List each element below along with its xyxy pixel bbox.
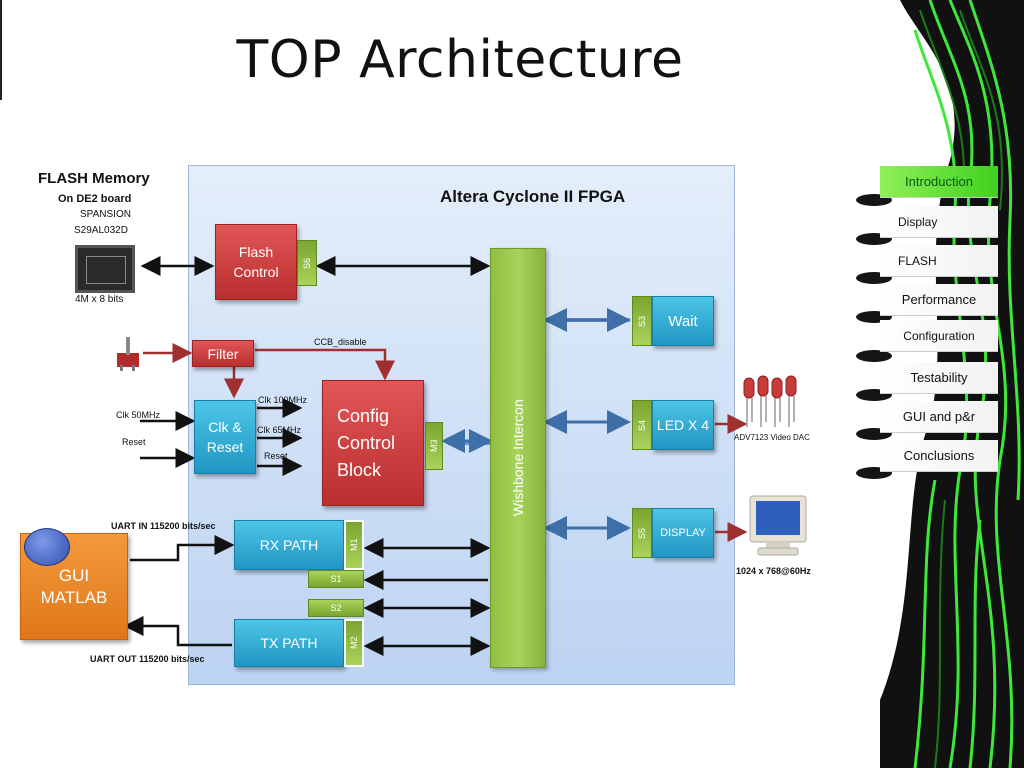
dac-label: ADV7123 Video DAC [734, 433, 810, 442]
nav-item-introduction[interactable]: Introduction [880, 166, 998, 198]
display-block: DISPLAY [652, 508, 714, 558]
flash-control-label: Flash Control [233, 244, 279, 280]
port-s4: S4 [632, 400, 652, 450]
flash-part: S29AL032D [74, 225, 128, 236]
config-control-label: Config Control Block [337, 405, 396, 480]
wait-block: Wait [652, 296, 714, 346]
port-s2: S2 [308, 599, 364, 617]
nav-item-display[interactable]: Display [880, 206, 998, 238]
reset-out-label: Reset [264, 451, 288, 461]
connection-arrows [123, 256, 748, 656]
nav-item-configuration[interactable]: Configuration [880, 320, 998, 352]
switch-icon [117, 337, 139, 371]
port-s5: S5 [632, 508, 652, 558]
flash-board-label: On DE2 board [58, 193, 132, 205]
clk100-label: Clk 100MHz [258, 395, 308, 405]
reset-in-label: Reset [122, 437, 146, 447]
gui-matlab-label: GUI MATLAB [40, 565, 108, 607]
flash-chip-icon [75, 245, 135, 293]
clk-reset-label: Clk & Reset [206, 419, 244, 455]
uart-in-label: UART IN 115200 bits/sec [111, 521, 216, 531]
gui-matlab-block: GUI MATLAB [20, 533, 128, 640]
led-block: LED X 4 [652, 400, 714, 450]
port-s1: S1 [308, 570, 364, 588]
clk-reset-block: Clk & Reset [194, 400, 256, 474]
nav-item-performance[interactable]: Performance [880, 284, 998, 316]
flash-heading: FLASH Memory [38, 170, 150, 187]
nav-item-flash[interactable]: FLASH [880, 245, 998, 277]
left-edge-line [0, 0, 2, 100]
matlab-logo-icon [24, 528, 70, 566]
ccb-disable-label: CCB_disable [314, 337, 367, 347]
rx-path-block: RX PATH [234, 520, 344, 570]
resolution-label: 1024 x 768@60Hz [736, 566, 811, 576]
nav-item-conclusions[interactable]: Conclusions [880, 440, 998, 472]
port-s6: S6 [297, 240, 317, 286]
wishbone-bus: Wishbone Intercon [490, 248, 546, 668]
flash-vendor: SPANSION [80, 209, 131, 220]
port-m2: M2 [344, 619, 364, 667]
port-m3: M3 [425, 422, 443, 470]
clk65-label: Clk 65MHz [257, 425, 302, 435]
monitor-icon [749, 495, 807, 556]
nav-knob-5 [856, 350, 892, 362]
tx-path-block: TX PATH [234, 619, 344, 667]
clk50-label: Clk 50MHz [116, 410, 161, 420]
filter-block: Filter [192, 340, 254, 367]
flash-size: 4M x 8 bits [75, 294, 124, 305]
nav-item-gui-pr[interactable]: GUI and p&r [880, 401, 998, 433]
port-m1: M1 [344, 520, 364, 570]
led-icon [743, 375, 797, 427]
fpga-label: Altera Cyclone II FPGA [440, 187, 626, 206]
page-title: TOP Architecture [236, 30, 684, 90]
config-control-block: Config Control Block [322, 380, 424, 506]
port-s3: S3 [632, 296, 652, 346]
flash-control-block: Flash Control [215, 224, 297, 300]
uart-out-label: UART OUT 115200 bits/sec [90, 654, 205, 664]
nav-item-testability[interactable]: Testability [880, 362, 998, 394]
wishbone-bus-label: Wishbone Intercon [510, 399, 526, 517]
